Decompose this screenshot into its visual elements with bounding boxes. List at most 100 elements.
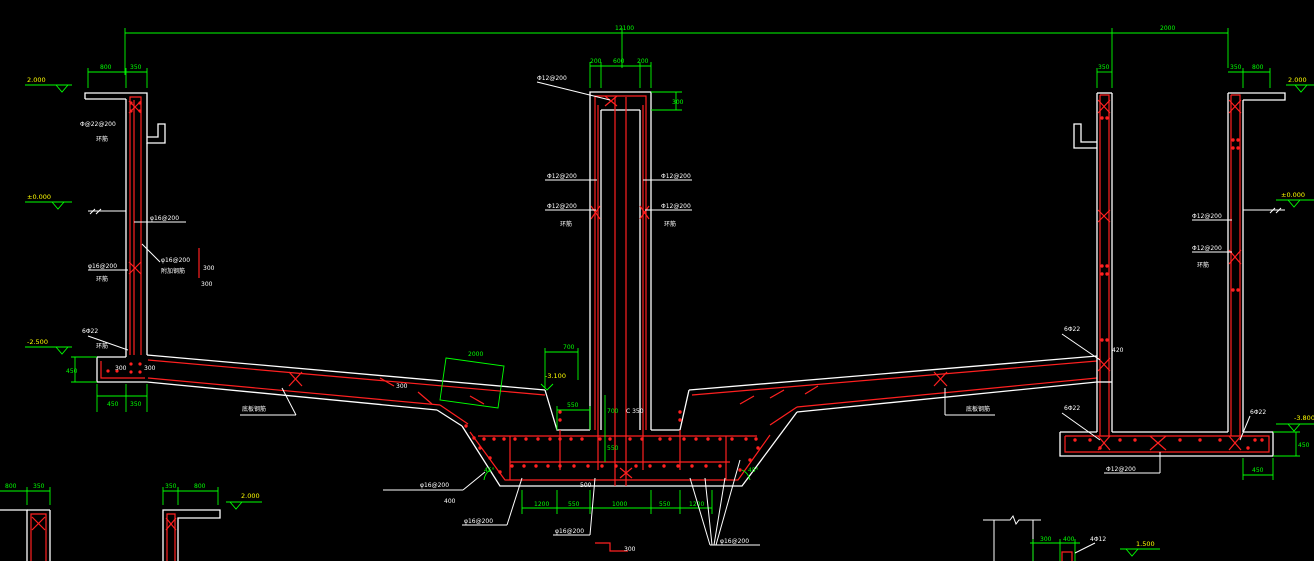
rebar-dot: [572, 464, 576, 468]
level-top-right: 2.000: [1288, 76, 1307, 84]
center-cross-right: [639, 205, 650, 220]
rebar-dot: [522, 464, 526, 468]
right-wall-annotations: 350 350 800 2.000 ±0.000 Φ12@200 Φ12@200…: [1061, 64, 1314, 480]
left-rebar-mid-1: φ16@200: [150, 215, 179, 222]
level-bottom-right: -3.800: [1294, 414, 1314, 422]
right-dim-350: 350: [1098, 64, 1110, 71]
right-rebar-bottom3: 6Φ22: [1250, 409, 1266, 416]
center-left-note: 环筋: [560, 220, 572, 228]
center-left-2: Φ12@200: [547, 203, 577, 210]
right-cross-6: [1149, 435, 1167, 451]
detail1-a: 800: [5, 483, 17, 490]
rebar-dot: [1218, 438, 1222, 442]
left-base-3: 450: [107, 401, 119, 408]
lower-label: 300: [624, 546, 636, 553]
rebar-dot: [1246, 446, 1250, 450]
overall-dimension: 12100 2000: [124, 25, 1229, 75]
right-base-w: 450: [1252, 467, 1264, 474]
rebar-dot: [472, 436, 476, 440]
rebar-dot: [598, 437, 602, 441]
right-wall: [1059, 92, 1286, 457]
slab-cross-left: [288, 371, 303, 387]
left-rebar-bottom: 6Φ22: [82, 328, 98, 335]
rebar-dot: [1100, 338, 1104, 342]
rebar-dot: [1073, 438, 1077, 442]
right-cross-3: [1097, 357, 1111, 372]
rebar-dot: [1098, 446, 1102, 450]
center-dim-a: 200: [590, 58, 602, 65]
level-top-left: 2.000: [27, 76, 46, 84]
left-note-mid: 环筋: [96, 275, 108, 283]
bottom-dim-1: 1200: [534, 501, 549, 508]
rebar-dot: [1118, 438, 1122, 442]
rebar-dot: [1178, 438, 1182, 442]
rebar-dot: [1231, 288, 1235, 292]
rebar-dot: [678, 418, 682, 422]
right-rebar-2: Φ12@200: [1192, 245, 1222, 252]
rebar-dot: [1100, 272, 1104, 276]
right-cross-1: [1097, 99, 1111, 114]
left-wall-annotations: 800 350 2.000 Φ@22@200 环筋 ±0.000 φ16@200…: [25, 64, 215, 412]
center-top-label: Φ12@200: [537, 75, 567, 82]
center-right-1: Φ12@200: [661, 173, 691, 180]
left-vdim2: 300: [201, 281, 213, 288]
left-base-1: 300: [115, 365, 127, 372]
angle-right: 45°: [748, 467, 759, 474]
center-wall-h: 700: [607, 408, 619, 415]
detail-right: 300 400 4Φ12 1.500: [983, 514, 1160, 561]
right-note: 环筋: [1197, 261, 1209, 269]
angle-left: 45°: [484, 467, 495, 474]
floor-label-right: 底板钢筋: [966, 405, 990, 413]
rebar-dot: [513, 437, 517, 441]
left-dim-a: 800: [100, 64, 112, 71]
mark-small: 400: [444, 498, 456, 505]
detail2-b: 800: [194, 483, 206, 490]
rebar-dot: [580, 437, 584, 441]
trough-rebar-2: φ16@200: [464, 518, 493, 525]
floor-right-annotations: 底板钢筋: [944, 388, 995, 416]
right-wall-dots: [1073, 116, 1264, 450]
rebar-dot: [608, 437, 612, 441]
floor-slab-right: [688, 355, 1098, 426]
rebar-dot: [694, 437, 698, 441]
rebar-dot: [658, 437, 662, 441]
left-note-bottom: 环筋: [96, 342, 108, 350]
left-base-4: 350: [130, 401, 142, 408]
rebar-dot: [536, 437, 540, 441]
center-cross-left: [590, 205, 601, 220]
rebar-dot: [1231, 146, 1235, 150]
level-lower-left: 2.000: [241, 492, 260, 500]
right-rebar-bottom2: 6Φ22: [1064, 405, 1080, 412]
rebar-dot: [690, 464, 694, 468]
level-lower-right: 1.500: [1136, 540, 1155, 548]
center-c-label: C 350: [626, 408, 644, 415]
rebar-dot: [1133, 438, 1137, 442]
rebar-dot: [558, 437, 562, 441]
right-dim-r1: 350: [1230, 64, 1242, 71]
left-rebar-mid-2: φ16@200: [161, 257, 190, 264]
trough-rebar-1: φ16@200: [420, 482, 449, 489]
rebar-dot: [1236, 288, 1240, 292]
rebar-dot: [738, 468, 742, 472]
rebar-dot: [678, 410, 682, 414]
level-ground-left: ±0.000: [27, 193, 51, 201]
rebar-dot: [718, 464, 722, 468]
bottom-dim-2: 550: [568, 501, 580, 508]
left-base-2: 300: [144, 365, 156, 372]
rebar-dot: [558, 418, 562, 422]
rebar-dot: [1105, 338, 1109, 342]
rebar-dot: [640, 437, 644, 441]
total-dim: 12100: [615, 25, 634, 32]
rebar-dot: [754, 437, 758, 441]
rebar-dot: [634, 464, 638, 468]
bottom-dim-4: 550: [659, 501, 671, 508]
floor-left-annotations: 300 2000 底板钢筋: [240, 351, 505, 416]
bottom-dim-3: 1000: [612, 501, 627, 508]
level-bottom-left: -2.500: [27, 338, 48, 346]
right-dim-r2: 800: [1252, 64, 1264, 71]
center-annotations: 200 600 200 Φ12@200 300 Φ12@200 Φ12@200 …: [536, 58, 692, 462]
slab-cross-right: [933, 371, 948, 387]
detail3-c: 4Φ12: [1090, 536, 1106, 543]
right-cross-5: [1097, 209, 1111, 223]
